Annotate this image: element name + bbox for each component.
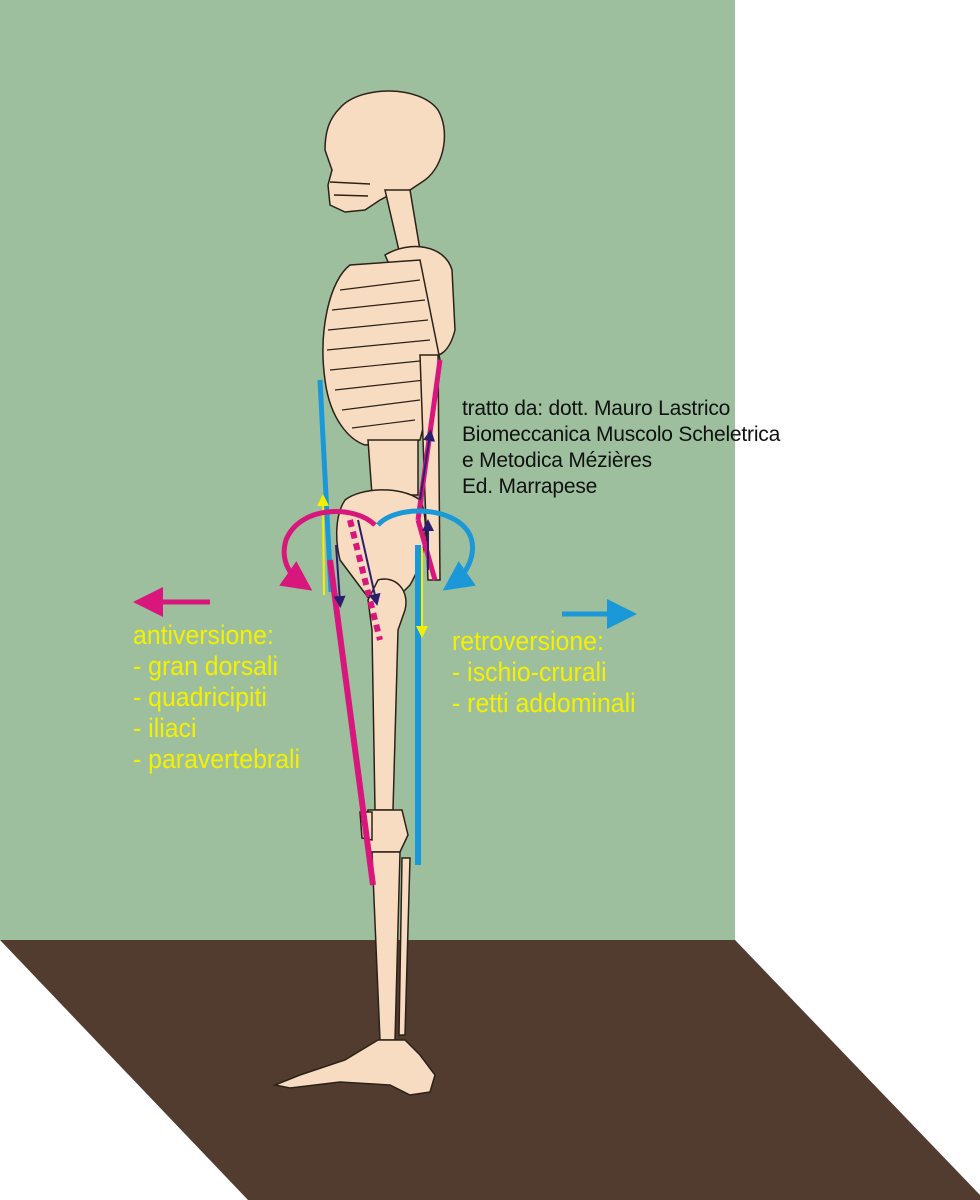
antiversione-title: antiversione: xyxy=(133,620,274,650)
blue-line-front-abdominals xyxy=(317,379,334,593)
credit-line: Biomeccanica Muscolo Scheletrica xyxy=(462,423,781,446)
antiversione-item: - quadricipiti xyxy=(133,682,267,712)
retroversione-item: - retti addominali xyxy=(452,688,636,718)
ribcage xyxy=(322,259,441,446)
credit-line: tratto da: dott. Mauro Lastrico xyxy=(462,397,731,420)
foot xyxy=(272,1039,436,1096)
antiversione-item: - iliaci xyxy=(133,713,197,743)
navy-arrow-diag-icon xyxy=(357,519,381,606)
skull xyxy=(324,90,446,213)
floor xyxy=(0,940,980,1200)
retroversione-label: retroversione: - ischio-crurali - retti … xyxy=(452,626,636,719)
antiversione-label: antiversione: - gran dorsali - quadricip… xyxy=(133,620,300,775)
ribs xyxy=(326,279,431,429)
antiversione-item: - gran dorsali xyxy=(133,651,278,681)
magenta-dashed-iliacus xyxy=(347,519,383,641)
lumbar-spine xyxy=(367,439,419,496)
fibula xyxy=(398,857,411,1036)
yellow-arrow-up-icon xyxy=(317,494,330,596)
navy-arrow-up-icon xyxy=(419,429,436,501)
magenta-rotation-arrow-icon xyxy=(279,509,377,591)
credit-line: e Metodica Mézières xyxy=(462,449,652,472)
retroversione-item: - ischio-crurali xyxy=(452,657,607,687)
femur xyxy=(367,578,407,811)
retroversione-title: retroversione: xyxy=(452,626,604,656)
credit-text: tratto da: dott. Mauro Lastrico Biomecca… xyxy=(462,396,780,500)
antiversione-item: - paravertebrali xyxy=(133,744,301,774)
blue-rotation-arrow-icon xyxy=(376,508,476,591)
navy-arrow-down-icon xyxy=(333,544,346,608)
credit-line: Ed. Marrapese xyxy=(462,475,598,498)
magenta-line-front-quadriceps xyxy=(327,559,376,886)
magenta-line-back-lower xyxy=(415,519,438,581)
jaw-teeth xyxy=(329,181,371,197)
